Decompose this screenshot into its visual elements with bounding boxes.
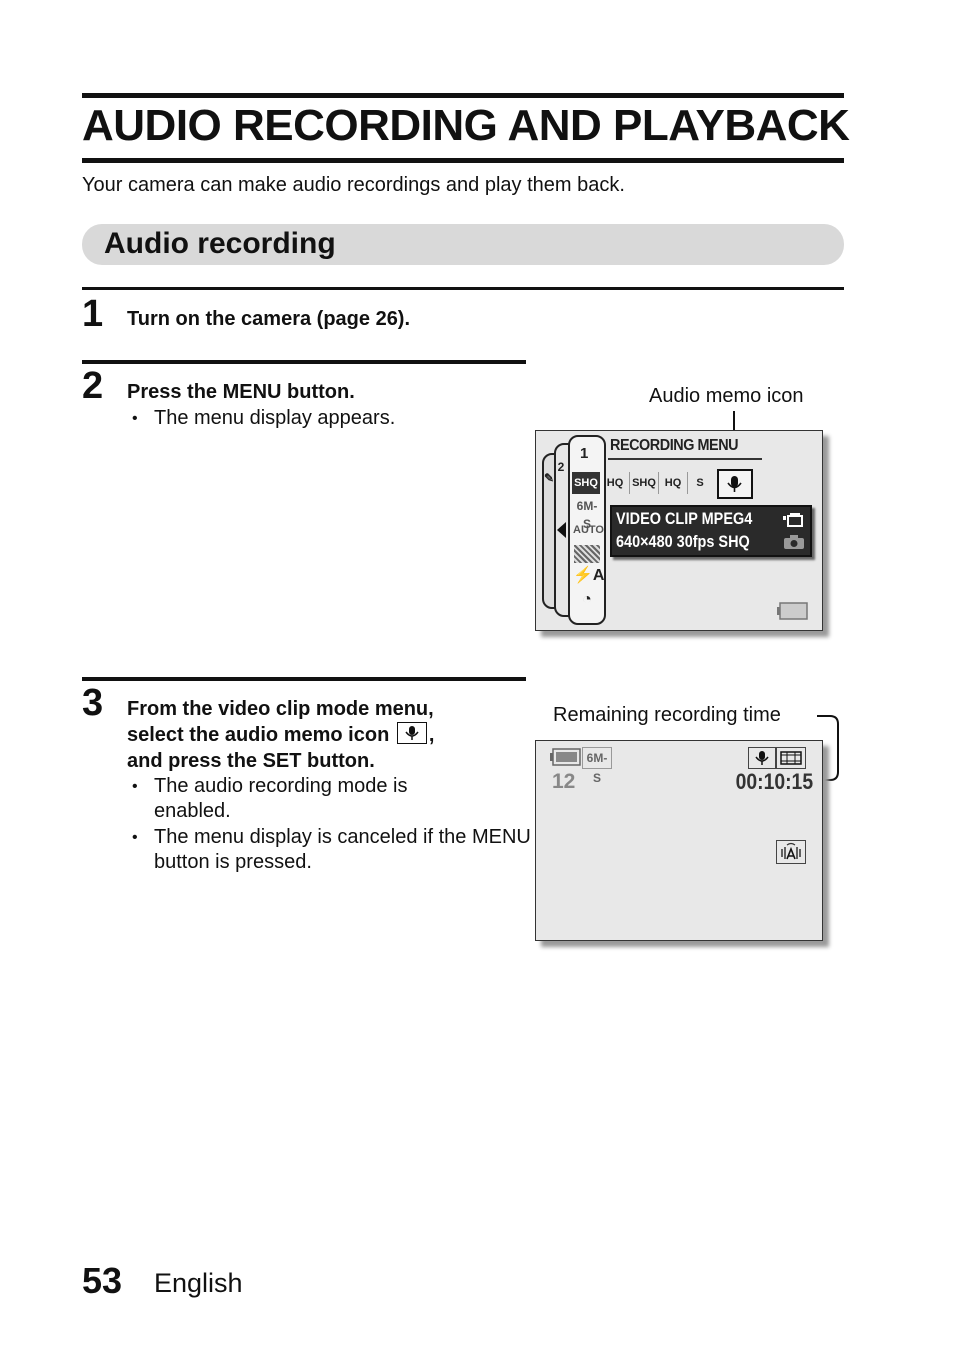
side-label: AUTO [573,524,604,536]
tab-1-number: 1 [580,445,589,462]
info-line-1: VIDEO CLIP MPEG4 [616,509,753,528]
recording-menu-screen: 2 ✎ 1 RECORDING MENU SHQ HQ SHQ HQ S 6M-… [535,430,823,631]
mode-icon-shq[interactable]: SHQ [572,472,600,494]
section-title: Audio recording [104,227,336,260]
bullet-dot: • [132,829,138,846]
battery-icon [550,748,581,766]
info-line-2: 640×480 30fps SHQ [616,532,750,551]
side-label: A [592,567,605,584]
video-clip-info-box: VIDEO CLIP MPEG4 640×480 30fps SHQ [610,505,812,557]
step-3-bullet-1: • The audio recording mode is enabled. [128,774,484,824]
resolution-icon: 6M-S [582,747,612,785]
title-top-rule [82,93,844,98]
audio-memo-callout: Audio memo icon [649,385,804,407]
step-3-number: 3 [82,682,104,724]
battery-icon [777,602,808,620]
remaining-time-callout: Remaining recording time [553,704,781,726]
mode-label: SHQ [574,477,598,489]
bullet-text: The audio recording mode is enabled. [154,775,408,822]
auto-icon[interactable]: AUTO [573,521,604,539]
section-header: Audio recording [82,224,844,265]
step-3-line-2a: select the audio memo icon [127,724,390,746]
mode-label: HQ [606,477,624,489]
camera-icon [784,535,804,549]
step-3-text: From the video clip mode menu, select th… [127,696,507,774]
tab-2-number: 2 [557,460,565,474]
microphone-icon [396,722,427,744]
video-camera-icon [783,513,803,527]
step-1-number: 1 [82,293,104,335]
page-title: AUDIO RECORDING AND PLAYBACK [82,101,850,150]
bullet-text: The menu display appears. [154,407,396,429]
left-arrow-icon [557,522,566,538]
audio-memo-menu-item[interactable] [717,469,753,499]
resolution-icon[interactable]: 6M-S [573,497,601,533]
step-3-line-1: From the video clip mode menu, [127,698,434,720]
intro-text: Your camera can make audio recordings an… [82,174,625,196]
mode-icon-web-s[interactable]: S [688,472,712,494]
scene-icon[interactable] [574,545,600,563]
step-1-text: Turn on the camera (page 26). [127,308,411,330]
mode-label: SHQ [632,477,656,489]
remaining-time: 00:10:15 [735,769,814,794]
mode-label: HQ [664,477,682,489]
page-number: 53 [82,1260,123,1301]
self-timer-icon[interactable]: ◔ [582,591,592,608]
flash-auto-icon[interactable]: ⚡A [573,567,605,584]
step-2-text: Press the MENU button. [127,381,355,403]
stabilizer-indicator [776,840,806,864]
step3-rule [82,677,526,681]
wrench-icon: ✎ [544,471,555,485]
step-3-line-2b: , [428,724,435,746]
title-bottom-rule [82,158,844,163]
film-indicator [776,747,806,769]
bullet-dot: • [132,410,138,427]
bullet-dot: • [132,778,138,795]
shots-remaining: 12 [552,770,576,793]
menu-title: RECORDING MENU [610,437,739,454]
step-2-number: 2 [82,365,104,407]
film-icon [780,751,802,765]
step1-rule [82,287,844,290]
step-3-bullet-2: • The menu display is canceled if the MEN… [128,825,532,875]
mode-icon-hq[interactable]: HQ [601,472,630,494]
callout-bracket [806,715,839,781]
menu-tab-1 [568,435,606,625]
page-language: English [154,1268,243,1298]
menu-title-underline [608,458,762,460]
microphone-icon [755,751,769,765]
audio-recording-screen: 6M-S 12 00:10:15 [535,740,823,941]
step-3-line-2: select the audio memo icon , [127,722,507,748]
mode-icon-web-hq[interactable]: HQ [659,472,688,494]
microphone-icon [727,476,742,492]
stabilizer-icon [781,842,801,860]
side-label: 6M-S [576,499,598,531]
step-3-line-3: and press the SET button. [127,750,375,772]
audio-mode-indicator [748,747,776,769]
bullet-text: The menu display is canceled if the MENU… [154,826,531,873]
step-2-bullet: • The menu display appears. [128,406,395,431]
mode-label: S [696,477,704,489]
step2-rule [82,360,526,364]
mode-icon-web-shq[interactable]: SHQ [630,472,659,494]
